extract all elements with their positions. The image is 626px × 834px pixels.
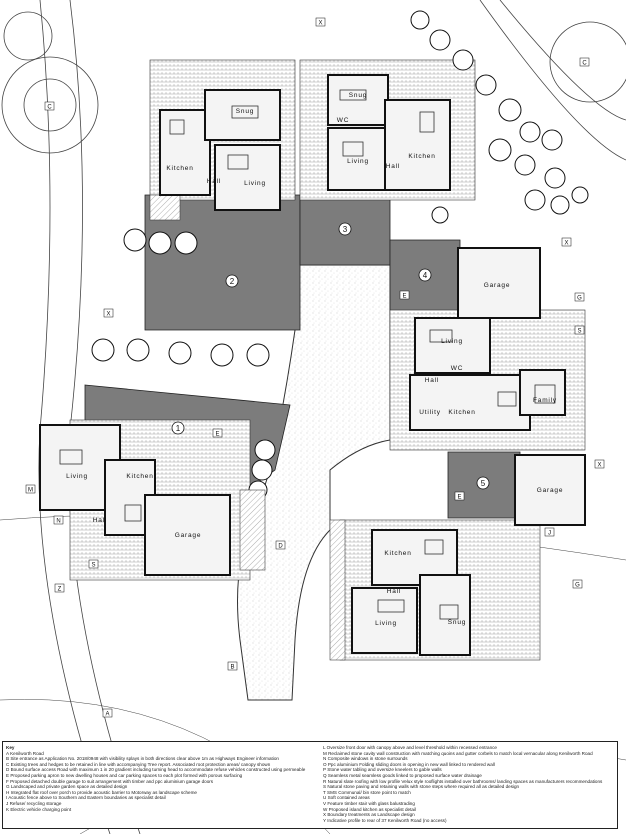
p2-kitchen-label: Kitchen (166, 165, 193, 172)
key-code-tags: A B C C D E E E G G M N Z X X X X S J S (25, 17, 605, 718)
p5-living-label: Living (375, 620, 397, 627)
key-item: I Acoustic fence above to Southern and E… (6, 795, 166, 801)
key-item: O Ppc aluminium Folding sliding doors in… (323, 761, 495, 767)
key-item: S Natural stone paving and retaining wal… (323, 784, 520, 790)
key-code-tag: B (230, 665, 234, 671)
key-code-tag: X (318, 21, 322, 27)
plot-1-number: 1 (176, 424, 181, 433)
key-item: Y Indicative profile to rear of 37 Kenil… (323, 817, 447, 823)
p2-hall-label: Hall (207, 178, 221, 185)
key-item: V Feature timber stair with glass balust… (323, 800, 415, 806)
p3-snug-label: Snug (349, 92, 367, 99)
key-item: W Proposed island kitchen as specialist … (323, 806, 416, 812)
key-code-tag: M (28, 488, 33, 494)
key-code-tag: X (106, 312, 110, 318)
plot-5-number: 5 (481, 479, 486, 488)
key-code-tag: J (548, 531, 551, 537)
key-code-tag: E (457, 495, 461, 501)
key-item: J Refuse/ recycling storage (6, 800, 62, 806)
key-item: N Composite windows in stone surrounds (323, 756, 408, 762)
key-item: A Kenilworth Road (6, 750, 44, 756)
key-code-tag: X (597, 463, 601, 469)
p3-kitchen-label: Kitchen (408, 153, 435, 160)
p4-wc-label: WC (451, 365, 463, 372)
key-item: Q Seamless metal seamless goods linked t… (323, 772, 482, 778)
key-item: X Boundary treatments as Landscape desig… (323, 812, 415, 818)
key-item: L Oversize front door with canopy above … (323, 745, 497, 750)
furniture (59, 89, 556, 620)
key-code-tag: C (47, 105, 52, 111)
p5-snug-label: Snug (448, 619, 466, 626)
p4-living-label: Living (441, 338, 463, 345)
p1-garage-label: Garage (175, 532, 201, 539)
p4-utility-label: Utility (419, 409, 441, 416)
p3-wc-label: WC (337, 117, 349, 124)
key-item: T SMS Communal/ bin store point to match (323, 789, 411, 795)
key-code-tag: G (575, 583, 580, 589)
p5-hall-label: Hall (387, 588, 401, 595)
p1-living-label: Living (66, 473, 88, 480)
p5-kitchen-label: Kitchen (384, 550, 411, 557)
p3-hall-label: Hall (386, 163, 400, 170)
p4-kitchen-label: Kitchen (448, 409, 475, 416)
key-item: D Bound surface access Road with maximum… (6, 767, 306, 773)
buildings (39, 74, 586, 656)
plot-3-number: 3 (343, 225, 348, 234)
plot-2-number: 2 (230, 277, 235, 286)
key-item: P Stone water tabling and oversize kneel… (323, 767, 442, 773)
key-item: F Proposed detached double garage to sui… (6, 778, 214, 784)
key-item: M Reclaimed stone cavity wall constructi… (323, 750, 593, 756)
key-item: G Landscaped and private garden space as… (6, 784, 128, 790)
p4-garage-label: Garage (484, 282, 510, 289)
key-code-tag: S (577, 329, 581, 335)
key-code-tag: S (91, 563, 95, 569)
p1-kitchen-label: Kitchen (126, 473, 153, 480)
key-code-tag: E (402, 294, 406, 300)
garden-borders (149, 194, 346, 661)
key-code-tag: G (577, 296, 582, 302)
plot-4-number: 4 (423, 271, 428, 280)
key-item: B Site entrance as Application No. 2018/… (6, 756, 279, 762)
trees (91, 10, 589, 500)
p1-hall-label: Hall (93, 517, 107, 524)
p4-family-label: Family (533, 397, 557, 404)
key-code-tag: C (582, 61, 587, 67)
key-title: Key (6, 745, 15, 750)
key-code-tag: X (564, 241, 568, 247)
key-code-tag: E (215, 432, 219, 438)
p3-living-label: Living (347, 158, 369, 165)
drawing-key: Key A Kenilworth Road B Site entrance as… (2, 741, 618, 829)
key-column-left: Key A Kenilworth Road B Site entrance as… (6, 745, 306, 812)
key-item: H Integrated flat roof over porch to pro… (6, 789, 197, 795)
key-code-tag: A (105, 712, 109, 718)
key-code-tag: D (278, 544, 283, 550)
key-item: E Proposed parking apron to new dwelling… (6, 772, 243, 778)
key-code-tag: N (56, 519, 60, 525)
key-column-right: L Oversize front door with canopy above … (323, 745, 613, 823)
p2-snug-label: Snug (236, 108, 254, 115)
p4-hall-label: Hall (425, 377, 439, 384)
key-item: K Electric vehicle charging point (6, 806, 72, 812)
key-item: U Soft contained areas (323, 795, 370, 801)
key-item: C Existing trees and hedges to be retain… (6, 761, 271, 767)
key-code-tag: Z (58, 587, 62, 593)
p2-living-label: Living (244, 180, 266, 187)
p5-garage-label: Garage (537, 487, 563, 494)
key-item: R Natural slate roofing with low profile… (323, 778, 603, 784)
plot-number-markers (171, 222, 490, 490)
